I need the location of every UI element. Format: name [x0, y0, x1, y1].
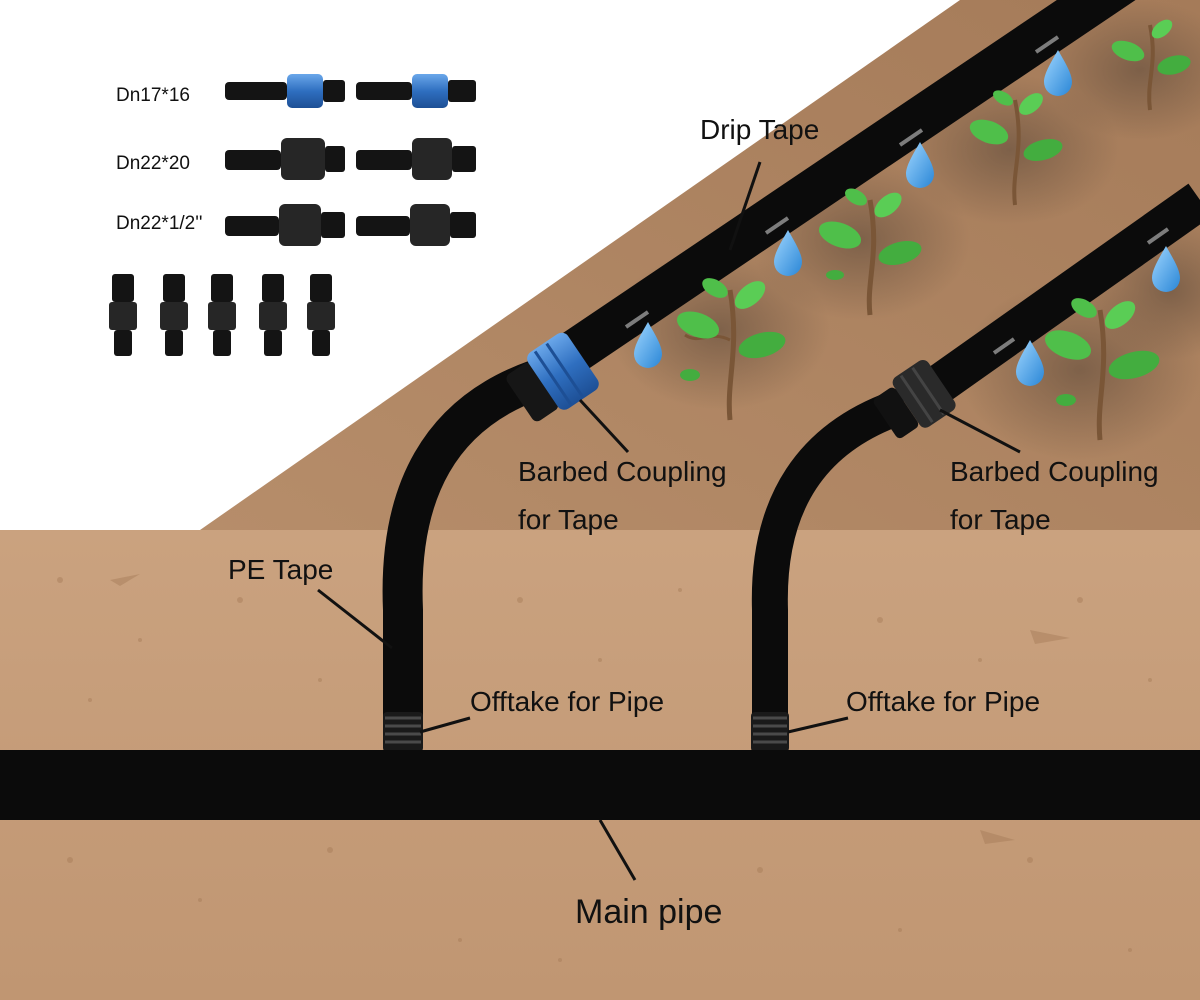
label-barbed-coupling-1-line1: Barbed Coupling [518, 456, 727, 487]
plant [969, 90, 1063, 206]
product-offtake [160, 274, 188, 356]
label-pe-tape: PE Tape [228, 554, 334, 585]
fitting-catalog [109, 74, 476, 356]
emitter-marks [624, 35, 1170, 355]
product-offtake [307, 274, 335, 356]
plant [676, 278, 786, 421]
drip-tape-line-1 [527, 0, 1136, 394]
label-barbed-coupling-2-line2: for Tape [950, 504, 1051, 535]
plant [1111, 19, 1191, 111]
leader-main-pipe [598, 819, 637, 881]
leader-offtake-2 [787, 716, 849, 734]
water-drops [634, 50, 1180, 386]
water-drop [1016, 340, 1044, 386]
drip-tape-line-2 [898, 183, 1200, 422]
water-drop [774, 230, 802, 276]
label-main-pipe: Main pipe [575, 893, 723, 931]
label-barbed-coupling-1-line2: for Tape [518, 504, 619, 535]
leader-lines [317, 161, 1021, 881]
pe-tape-riser-1 [382, 361, 543, 720]
offtake-fitting-1 [383, 712, 423, 752]
soil-speckles [57, 574, 1152, 962]
leader-pe-tape [317, 588, 393, 650]
leader-offtake-1 [419, 716, 471, 734]
product-coupling-blue-2 [356, 74, 476, 108]
leader-drip-tape [728, 161, 762, 251]
product-coupling-black-1 [225, 138, 345, 180]
leader-coupling-2 [939, 408, 1021, 454]
product-offtake [109, 274, 137, 356]
blue-barbed-coupling [506, 332, 599, 422]
plant [1045, 298, 1160, 441]
product-coupling-thread-1 [225, 204, 345, 246]
label-drip-tape: Drip Tape [700, 114, 820, 145]
product-coupling-black-2 [356, 138, 476, 180]
water-drop [1044, 50, 1072, 96]
product-coupling-blue-1 [225, 74, 345, 108]
water-drop [1152, 246, 1180, 292]
leader-coupling-1 [578, 398, 630, 454]
main-pipe [0, 750, 1200, 820]
pe-tape-riser-2 [751, 387, 911, 720]
spec-label-dn17-16: Dn17*16 [116, 85, 190, 106]
label-offtake-2: Offtake for Pipe [846, 686, 1041, 717]
label-offtake-1: Offtake for Pipe [470, 686, 665, 717]
spec-label-dn22-20: Dn22*20 [116, 153, 190, 174]
offtake-fitting-2 [751, 712, 789, 752]
product-coupling-thread-2 [356, 204, 476, 246]
water-drop [906, 142, 934, 188]
product-offtake [208, 274, 236, 356]
product-offtake [259, 274, 287, 356]
label-barbed-coupling-2-line1: Barbed Coupling [950, 456, 1159, 487]
plant [818, 188, 922, 316]
water-drop [634, 322, 662, 368]
spec-label-dn22-half-inch: Dn22*1/2'' [116, 213, 203, 234]
